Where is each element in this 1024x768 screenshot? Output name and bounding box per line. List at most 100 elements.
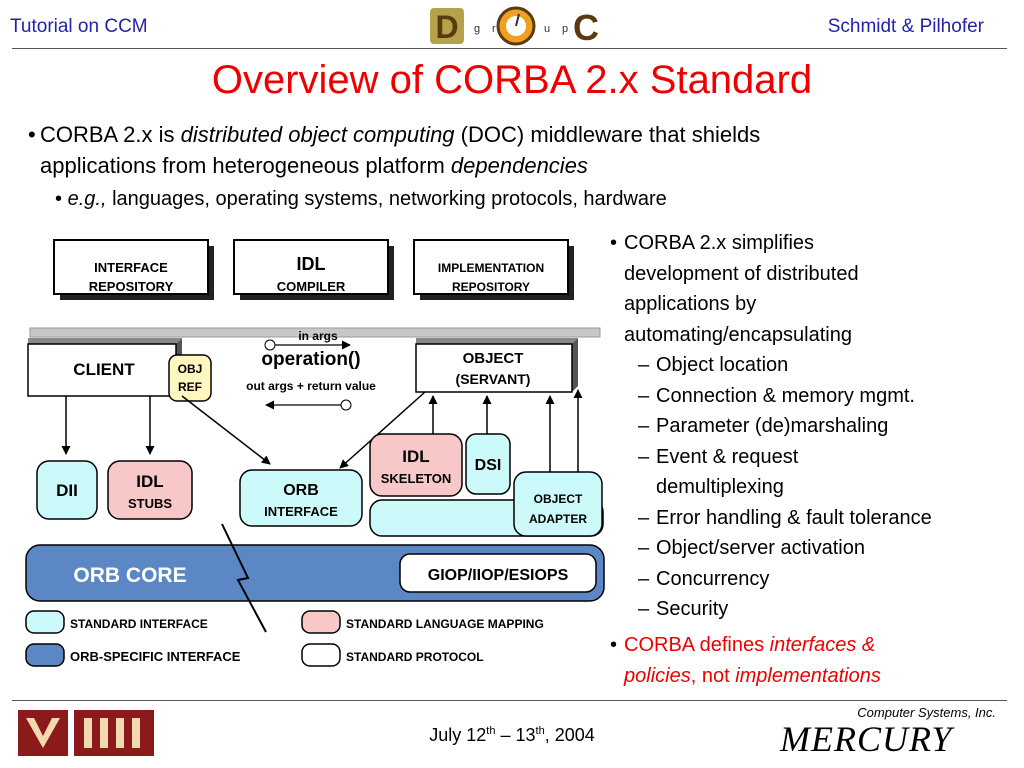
header-left-title: Tutorial on CCM [10, 16, 148, 37]
idl-stubs-line-1: IDL [136, 472, 163, 491]
out-args-dot [340, 399, 352, 411]
idl-skeleton-line-2: SKELETON [381, 471, 452, 486]
idl-compiler-line-1: IDL [297, 254, 326, 274]
right-item-error: Error handling & fault tolerance [656, 506, 932, 529]
footer-date-part-3: , 2004 [544, 725, 595, 745]
bullet-main-text-3: applications from heterogeneous platform [40, 153, 445, 178]
obj-ref-line-1: OBJ [178, 362, 203, 376]
right-final-italic-1: interfaces & [769, 634, 876, 656]
right-final-text-2: , not [690, 664, 730, 687]
in-args-label: in args [298, 329, 338, 343]
right-item-event: Event & request [656, 445, 799, 468]
logo-d-block [430, 8, 464, 44]
footer-sup-1: th [486, 725, 496, 737]
object-to-orb-interface-arrow [339, 391, 426, 469]
client-to-orb-interface-arrow [181, 395, 271, 465]
idl-compiler-box: IDL COMPILER [233, 239, 394, 300]
client-label: CLIENT [73, 360, 135, 379]
right-item-connection: Connection & memory mgmt. [656, 384, 915, 407]
right-intro-1: CORBA 2.x simplifies [624, 232, 815, 254]
corba-architecture-diagram: INTERFACE REPOSITORY IDL COMPILER IMPLEM… [25, 239, 605, 667]
vanderbilt-logo-block [18, 710, 68, 756]
bullet-main-text-1: CORBA 2.x is [40, 122, 175, 147]
legend-swatch-standard-interface [25, 610, 65, 634]
right-intro-2: development of distributed [624, 262, 859, 285]
interface-repository-box: INTERFACE REPOSITORY [53, 239, 214, 300]
legend-standard-interface: STANDARD INTERFACE [70, 617, 208, 631]
footer-date-part-2: – 13 [495, 725, 536, 745]
footer-date: July 12th – 13th, 2004 [0, 725, 1024, 746]
bullet-main-text-2: (DOC) middleware that shields [460, 122, 761, 147]
footer-date-part-1: July 12 [429, 725, 487, 745]
legend-swatch-language-mapping [301, 610, 341, 634]
implementation-repository-box: IMPLEMENTATION REPOSITORY [413, 239, 574, 300]
implementation-repository-line-1: IMPLEMENTATION [438, 261, 544, 275]
footer-rule [12, 700, 1007, 701]
right-item-concurrency: Concurrency [656, 567, 770, 590]
operation-label: operation() [261, 349, 360, 370]
orb-break-line [221, 523, 267, 633]
orb-interface-line-2: INTERFACE [264, 504, 338, 519]
implementation-repository-line-2: REPOSITORY [452, 280, 530, 294]
idl-skeleton-box: IDL SKELETON [369, 433, 463, 497]
right-item-object-location: Object location [656, 354, 789, 376]
right-item-demux: demultiplexing [656, 476, 784, 498]
slide-title: Overview of CORBA 2.x Standard [211, 58, 813, 102]
mercury-logo-big: MERCURY [780, 719, 953, 759]
giop-label: GIOP/IIOP/ESIOPS [428, 567, 569, 584]
bullet-main-italic-1: distributed object computing [180, 122, 455, 147]
right-final-italic-2: policies [624, 664, 691, 687]
right-final-line-1: CORBA defines interfaces & [624, 630, 875, 661]
doc-group-logo: D g r u p C [430, 6, 598, 48]
object-adapter-box: OBJECT ADAPTER [513, 471, 603, 537]
object-servant-box: OBJECT (SERVANT) [415, 338, 578, 393]
right-item-parameter: Parameter (de)marshaling [656, 415, 889, 437]
idl-compiler-line-2: COMPILER [277, 279, 346, 294]
orb-core-bar: ORB CORE GIOP/IIOP/ESIOPS [25, 544, 605, 602]
separator-bar [29, 327, 601, 338]
interface-repository-line-2: REPOSITORY [89, 279, 174, 294]
out-args-label: out args + return value [246, 379, 376, 393]
interface-repository-line-1: INTERFACE [94, 260, 168, 275]
logo-letter-c: C [573, 7, 598, 48]
right-item-activation: Object/server activation [656, 537, 865, 559]
logo-letter-d: D [435, 9, 458, 45]
right-final-line-2: policies, not implementations [624, 661, 881, 692]
right-final-text-1: CORBA defines [624, 634, 765, 656]
right-item-security: Security [656, 598, 729, 620]
mercury-logo: Computer Systems, Inc. MERCURY [780, 705, 1010, 758]
bullet-main-italic-2: dependencies [450, 153, 588, 178]
right-panel: •CORBA 2.x simplifies development of dis… [610, 228, 1020, 691]
dii-box: DII [36, 460, 98, 520]
footer-sup-2: th [535, 725, 545, 737]
vanderbilt-isis-logo [18, 710, 154, 756]
legend: STANDARD INTERFACE STANDARD LANGUAGE MAP… [25, 610, 544, 667]
orb-core-label: ORB CORE [73, 564, 186, 587]
idl-stubs-line-2: STUBS [128, 496, 172, 511]
header-rule [12, 48, 1007, 49]
object-adapter-line-2: ADAPTER [529, 512, 587, 526]
right-intro-4: automating/encapsulating [624, 323, 852, 346]
legend-swatch-protocol [301, 643, 341, 667]
logo-letter-r: r [492, 23, 496, 35]
logo-letter-g: g [474, 23, 480, 35]
legend-standard-language-mapping: STANDARD LANGUAGE MAPPING [346, 617, 544, 631]
object-adapter-line-1: OBJECT [534, 492, 583, 506]
bullet-sub-italic: e.g., [67, 188, 107, 210]
logo-letter-u: u [544, 23, 550, 35]
dsi-label: DSI [475, 457, 502, 474]
legend-orb-specific: ORB-SPECIFIC INTERFACE [70, 649, 241, 664]
logo-letter-p: p [562, 23, 568, 35]
servant-label: (SERVANT) [456, 371, 531, 387]
right-final-italic-3: implementations [735, 664, 881, 687]
right-intro-3: applications by [624, 293, 757, 315]
obj-ref-box: OBJ REF [168, 354, 212, 402]
giop-box [399, 553, 597, 593]
idl-skeleton-line-1: IDL [402, 447, 429, 466]
orb-interface-line-1: ORB [283, 482, 319, 499]
bullet-main-line-2: applications from heterogeneous platform… [40, 151, 1010, 181]
header-right-authors: Schmidt & Pilhofer [827, 16, 984, 37]
client-box: CLIENT [27, 338, 182, 397]
obj-ref-line-2: REF [178, 380, 202, 394]
bullet-sub: • e.g., languages, operating systems, ne… [55, 188, 667, 210]
